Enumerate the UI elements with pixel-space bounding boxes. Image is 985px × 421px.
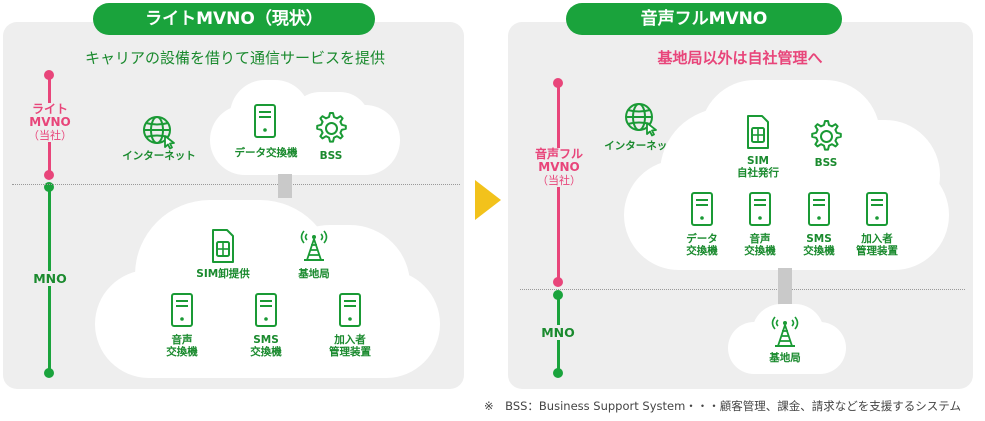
right-dot-mid-green bbox=[553, 290, 563, 300]
right-base-station-label: 基地局 bbox=[769, 352, 801, 364]
right-bss-label: BSS bbox=[814, 157, 838, 169]
left-subscriber-label: 加入者 管理装置 bbox=[329, 334, 371, 358]
left-sim-label: SIM卸提供 bbox=[196, 268, 250, 280]
arrow-icon bbox=[475, 180, 501, 220]
globe-icon bbox=[625, 103, 657, 137]
right-mno-label: MNO bbox=[534, 325, 582, 340]
left-data-exchange-label: データ交換機 bbox=[234, 147, 298, 159]
right-dot-mid-pink bbox=[553, 277, 563, 287]
left-cloud-connector bbox=[278, 174, 292, 198]
right-subscriber-label: 加入者 管理装置 bbox=[856, 233, 898, 257]
right-subtitle: 基地局以外は自社管理へ bbox=[657, 49, 823, 67]
left-bss-label: BSS bbox=[319, 150, 343, 162]
left-dot-mid-green bbox=[44, 182, 54, 192]
left-sms-exchange-label: SMS 交換機 bbox=[250, 334, 282, 358]
right-divider bbox=[520, 289, 965, 290]
server-icon bbox=[808, 192, 830, 226]
base-station-icon bbox=[771, 316, 799, 347]
left-base-station-label: 基地局 bbox=[298, 268, 330, 280]
left-bottom-cloud-bump2 bbox=[270, 225, 410, 345]
left-internet-label: インターネット bbox=[122, 150, 196, 162]
right-dot-bottom bbox=[553, 368, 563, 378]
right-data-exchange-label: データ 交換機 bbox=[686, 233, 718, 257]
right-dot-top bbox=[553, 78, 563, 88]
right-mvno-label: 音声フル MVNO （当社） bbox=[520, 148, 598, 187]
base-station-icon bbox=[300, 230, 328, 261]
server-icon bbox=[691, 192, 713, 226]
server-icon bbox=[866, 192, 888, 226]
gear-icon bbox=[811, 120, 842, 151]
sim-icon bbox=[747, 115, 769, 149]
server-icon bbox=[254, 104, 276, 138]
sim-icon bbox=[212, 229, 234, 263]
left-divider bbox=[12, 184, 460, 185]
footnote: ※ BSS：Business Support System・・・顧客管理、課金、… bbox=[484, 399, 961, 413]
left-title: ライトMVNO（現状） bbox=[93, 3, 375, 35]
right-sms-exchange-label: SMS 交換機 bbox=[803, 233, 835, 257]
left-dot-mid-pink bbox=[44, 170, 54, 180]
gear-icon bbox=[316, 112, 347, 143]
left-voice-exchange-label: 音声 交換機 bbox=[166, 334, 198, 358]
right-voice-exchange-label: 音声 交換機 bbox=[744, 233, 776, 257]
right-sim-label: SIM 自社発行 bbox=[737, 155, 779, 179]
left-dot-bottom bbox=[44, 368, 54, 378]
globe-icon bbox=[143, 116, 175, 150]
server-icon bbox=[255, 293, 277, 327]
left-dot-top bbox=[44, 70, 54, 80]
server-icon bbox=[339, 293, 361, 327]
left-subtitle: キャリアの設備を借りて通信サービスを提供 bbox=[84, 49, 385, 67]
left-mno-label: MNO bbox=[26, 271, 74, 286]
left-mvno-label: ライト MVNO （当社） bbox=[14, 103, 86, 142]
server-icon bbox=[749, 192, 771, 226]
right-internet-label: インターネット bbox=[604, 140, 678, 152]
right-title: 音声フルMVNO bbox=[566, 3, 842, 35]
server-icon bbox=[171, 293, 193, 327]
